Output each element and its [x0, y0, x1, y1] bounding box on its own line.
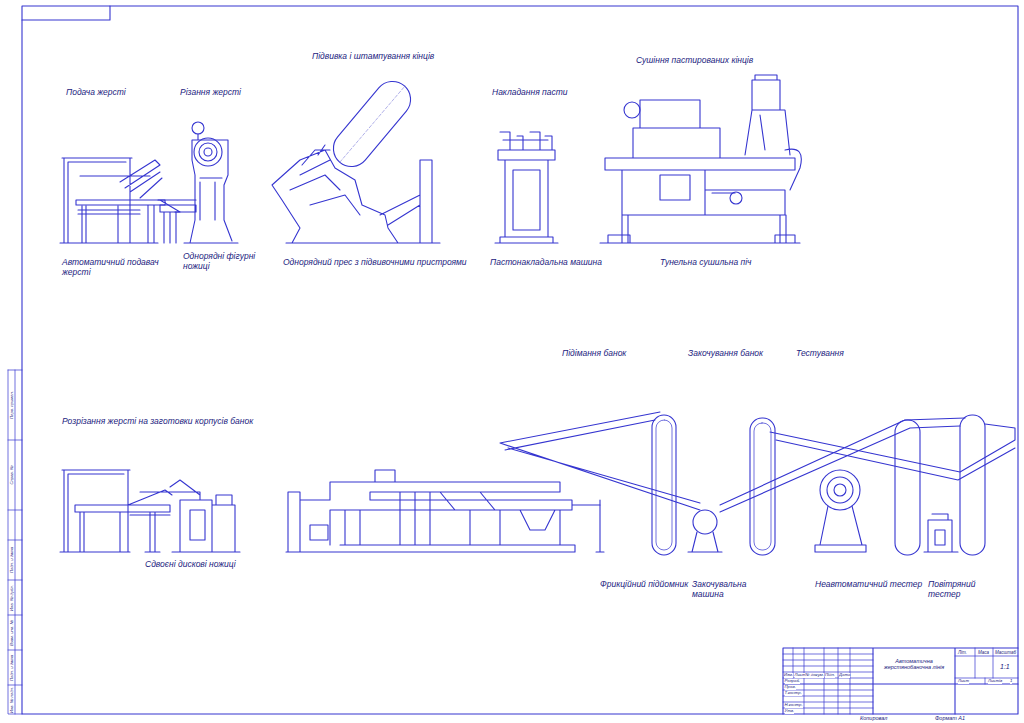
- lift: [895, 420, 920, 555]
- machine-label: Тунельна сушильна піч: [660, 258, 752, 268]
- sheet-frame: [22, 6, 1018, 714]
- title-block-cell: № докум.: [805, 673, 824, 678]
- title-block-cell: 1: [1010, 679, 1012, 684]
- machine-label: Повітряний тестер: [928, 580, 980, 600]
- title-block-cell: Лист: [795, 673, 806, 678]
- tester-pulley: [827, 477, 853, 503]
- title-block-cell: Масштаб: [995, 650, 1016, 655]
- title-block-cell: Т.контр.: [785, 691, 802, 696]
- friction-lift: [656, 420, 672, 550]
- disc-shears: [60, 470, 240, 552]
- shears-wheel: [194, 138, 222, 166]
- title-block-cell: Дата: [839, 673, 850, 678]
- side-strip-label: Инв. № дубл.: [9, 581, 15, 614]
- section-heading: Сушіння пастированих кінців: [636, 56, 753, 66]
- shears-body: [158, 134, 238, 243]
- lift: [750, 418, 775, 555]
- side-strip-label: Подп. и дата: [9, 541, 15, 579]
- title-block-cell: Розраб.: [785, 679, 801, 684]
- press-body: [272, 145, 440, 243]
- section-heading: Тестування: [796, 349, 844, 359]
- lift: [754, 423, 771, 550]
- title-block-cell: Пров.: [785, 685, 796, 690]
- seamer-head: [693, 510, 717, 534]
- side-strip-label: Перв. примен.: [9, 371, 15, 439]
- title-block-border: [783, 648, 1018, 714]
- section-heading: Підімання банок: [562, 349, 626, 359]
- corner-box: [22, 6, 110, 20]
- tester-pulley: [834, 484, 846, 496]
- machine-label: Неавтоматичний тестер: [815, 580, 922, 590]
- lift: [960, 415, 985, 555]
- seamer-stand: [688, 532, 722, 552]
- tester-pulley: [820, 470, 860, 510]
- machine-label: Автоматичний подавач жерсті: [62, 258, 162, 278]
- machine-label: Пастонакладальна машина: [490, 258, 602, 268]
- body-machine: [286, 470, 600, 552]
- air-tester: [924, 514, 958, 552]
- title-block-cell: Утв.: [785, 709, 795, 714]
- side-strip-label: Подп. и дата: [9, 651, 15, 684]
- oven-fan: [624, 102, 640, 118]
- conveyor-band: [500, 412, 1015, 552]
- press-axis: [340, 86, 405, 162]
- friction-lift: [652, 415, 676, 555]
- oven-port: [730, 192, 742, 204]
- section-heading: Підвивка і штампування кінців: [312, 52, 434, 62]
- tunnel-oven: [600, 75, 801, 243]
- side-strip: [8, 370, 22, 714]
- section-heading: Різання жерсті: [180, 88, 241, 98]
- title-block-cell: Копировал: [860, 715, 887, 721]
- title-block-cell: 1:1: [1000, 663, 1010, 671]
- shears-knob: [192, 122, 204, 134]
- machine-label: Однорядні фігурні ножиці: [183, 252, 265, 272]
- side-strip-label: Справ. №: [9, 441, 15, 509]
- section-heading: Накладання пасти: [492, 88, 568, 98]
- title-block-grid: [783, 648, 1018, 714]
- title-block-cell: Літ.: [958, 650, 967, 655]
- title-block-cell: Лист: [958, 679, 969, 684]
- machine-label: Сдвоєні дискові ножиці: [145, 560, 236, 570]
- section-heading: Подача жерсті: [66, 88, 126, 98]
- machine-label: Однорядний прес з підвивочними пристроям…: [283, 258, 467, 268]
- machine-label: Фрикційний підйомник: [600, 580, 688, 590]
- side-strip-label: Взам. инв. №: [9, 616, 15, 649]
- side-strip-label: Инв. № подл.: [9, 686, 15, 713]
- section-heading: Закочування банок: [688, 349, 763, 359]
- paste-machine: [495, 132, 558, 243]
- machine-label: Закочувальна машина: [692, 580, 752, 600]
- title-block-cell: Маса: [978, 650, 989, 655]
- shears-wheel: [204, 148, 212, 156]
- title-block-cell: Изм.: [784, 673, 793, 678]
- drawing-name: Автоматична жерстянобаночна лінія: [875, 658, 953, 671]
- title-block-cell: Формат A1: [935, 715, 965, 721]
- shears-wheel: [199, 143, 217, 161]
- title-block-cell: Підп.: [825, 673, 835, 678]
- title-block-cell: Листів: [988, 679, 1002, 684]
- press-frame: [326, 74, 418, 174]
- tester-base: [815, 506, 866, 552]
- section-heading: Розрізання жерсті на заготовки корпусів …: [62, 417, 253, 427]
- title-block-cell: Н.контр.: [785, 703, 803, 708]
